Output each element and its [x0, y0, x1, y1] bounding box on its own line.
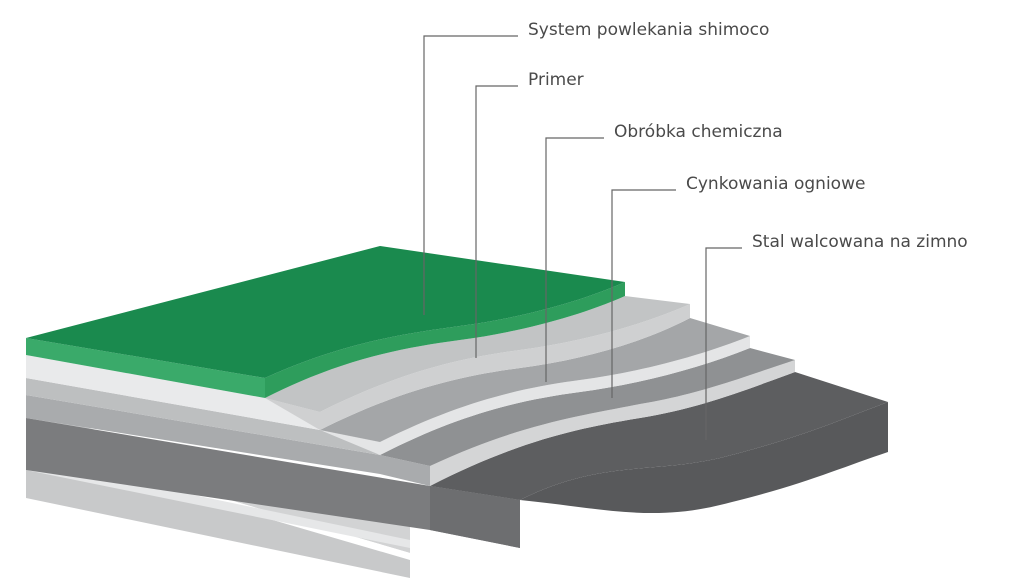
label-coating: System powlekania shimoco [528, 20, 770, 40]
label-primer: Primer [528, 70, 584, 90]
coating-layer [26, 246, 625, 398]
leader-line-primer [475, 85, 518, 358]
leader-line-steel [705, 247, 742, 440]
primer-layer [26, 296, 690, 430]
leader-lines [423, 35, 742, 440]
chemical-layer [26, 318, 750, 455]
leader-line-chemical [545, 137, 604, 382]
galvanizing-layer [26, 348, 795, 486]
label-chemical: Obróbka chemiczna [614, 122, 783, 142]
label-steel: Stal walcowana na zimno [752, 232, 968, 252]
steel-layer [26, 372, 888, 578]
leader-line-galvanizing [611, 189, 676, 398]
label-galvanizing: Cynkowania ogniowe [686, 174, 866, 194]
leader-line-coating [423, 35, 518, 315]
